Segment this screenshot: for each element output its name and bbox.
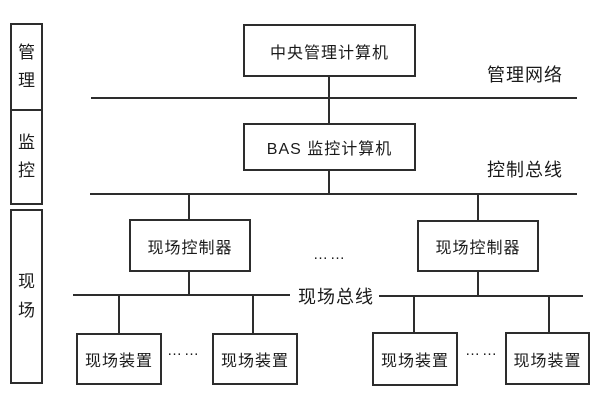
connector-control-bus-to-left-controller [188,195,190,220]
connector-control-bus-to-right-controller [477,195,479,220]
ellipsis-between-devices-right: …… [465,342,499,359]
node-field-controller-right-label: 现场控制器 [435,240,521,257]
bus-line-control [90,193,577,195]
ellipsis-between-controllers: …… [313,246,347,263]
ellipsis-between-devices-left: …… [167,342,201,359]
node-field-device-1: 现场装置 [76,333,162,385]
tier-box-field: 现场 [10,209,43,384]
node-field-controller-right: 现场控制器 [417,220,539,272]
connector-left-controller-to-field-bus [188,272,190,295]
bus-line-management-network [91,97,577,99]
connector-management-network-to-bas [328,99,330,123]
node-field-device-2: 现场装置 [212,333,298,385]
connector-right-controller-to-field-bus [477,272,479,296]
bus-line-field-right [379,295,583,297]
connector-field-bus-to-device-1 [118,296,120,333]
node-field-device-4-label: 现场装置 [513,352,582,370]
node-field-device-3-label: 现场装置 [380,353,449,370]
node-field-controller-left: 现场控制器 [129,219,251,272]
node-field-device-1-label: 现场装置 [84,353,153,370]
bus-label-control-bus: 控制总线 [487,160,563,180]
connector-field-bus-to-device-2 [252,296,254,333]
tier-box-monitoring: 监控 [10,109,43,205]
tier-box-management: 管理 [10,23,43,111]
connector-central-to-management-network [328,77,330,99]
node-field-device-4: 现场装置 [505,332,590,385]
connector-field-bus-to-device-4 [548,297,550,332]
tier-label-field: 现场 [18,272,35,320]
bus-label-field-bus: 现场总线 [298,287,374,307]
bus-line-field-left [73,294,290,296]
node-field-device-3: 现场装置 [372,332,458,386]
tier-label-management: 管理 [18,42,35,90]
tier-label-monitoring: 监控 [18,132,35,180]
connector-bas-to-control-bus [328,171,330,193]
node-field-device-2-label: 现场装置 [220,353,289,370]
node-central-management-computer-label: 中央管理计算机 [269,44,389,62]
node-bas-monitoring-computer: BAS 监控计算机 [243,123,416,171]
node-central-management-computer: 中央管理计算机 [243,24,416,77]
connector-field-bus-to-device-3 [413,297,415,332]
node-bas-monitoring-computer-label: BAS 监控计算机 [266,141,393,158]
bus-label-management-network: 管理网络 [487,65,563,85]
node-field-controller-left-label: 现场控制器 [147,239,233,257]
